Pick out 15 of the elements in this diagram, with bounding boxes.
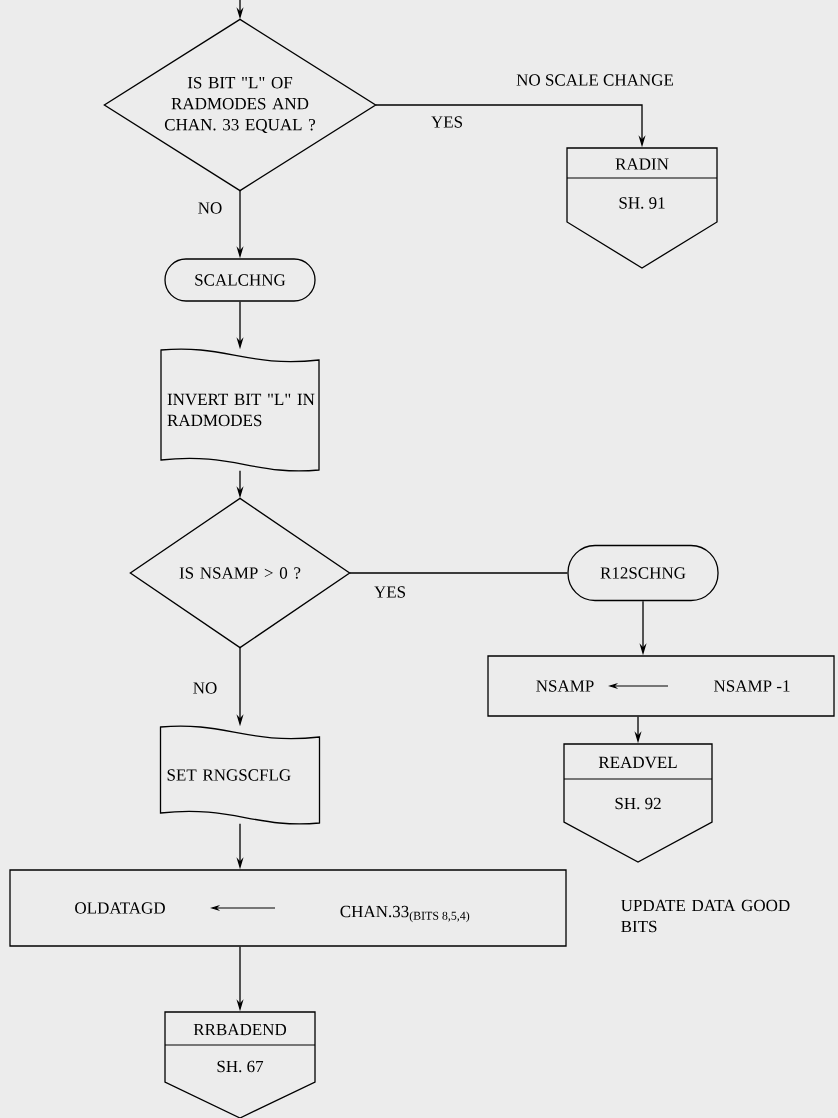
process-box: NSAMP NSAMP -1 xyxy=(487,655,835,717)
process-box: OLDATAGD CHAN.33$_{(BITS 8,5,4)}$ xyxy=(9,869,567,947)
document-box: SET RNGSCFLG xyxy=(159,725,321,825)
edge-label: NO xyxy=(193,682,217,694)
terminal-box: SCALCHNG xyxy=(164,258,316,302)
off-page-connector: RADIN SH. 91 xyxy=(566,147,718,269)
off-page-connector: RRBADEND SH. 67 xyxy=(164,1011,316,1118)
document-box: INVERT BIT "L" IN RADMODES xyxy=(160,348,320,472)
edge-label: YES xyxy=(374,586,405,598)
note-text: NO SCALE CHANGE xyxy=(516,74,673,86)
off-page-connector: READVEL SH. 92 xyxy=(563,743,713,863)
note-text: UPDATE DATA GOOD BITS xyxy=(621,899,790,933)
edge-label: YES xyxy=(431,116,462,128)
terminal-box: R12SCHNG xyxy=(567,544,719,602)
edge-label: NO xyxy=(198,202,222,214)
